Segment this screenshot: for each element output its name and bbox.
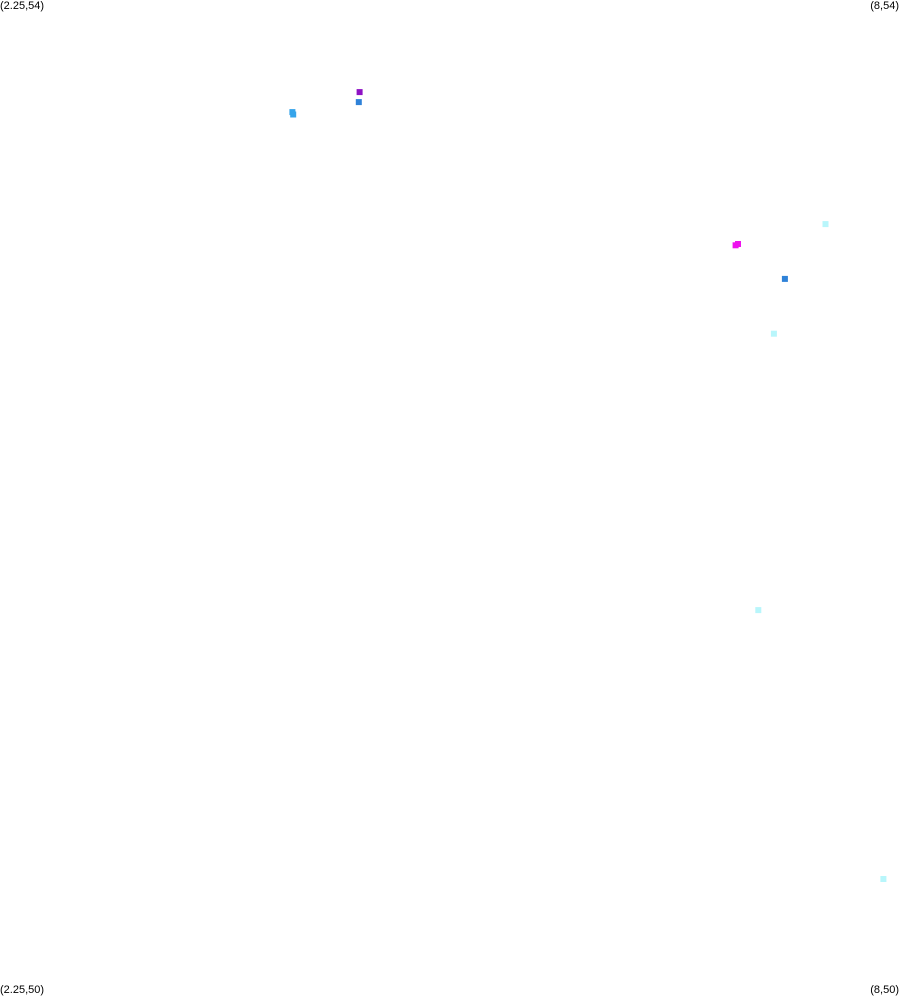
scatter-point-4 (822, 221, 829, 228)
scatter-point-10 (880, 876, 887, 882)
scatter-point-9 (755, 607, 762, 614)
scatter-point-1 (355, 99, 362, 106)
scatter-point-0 (356, 89, 363, 96)
scatter-point-8 (770, 330, 777, 337)
scatter-point-7 (781, 275, 788, 282)
scatter-point-3 (290, 111, 297, 118)
top-right-corner-label: (8,54) (870, 0, 899, 12)
bottom-left-corner-label: (2.25,50) (0, 984, 45, 996)
scatter-point-6 (732, 242, 739, 249)
top-left-corner-label: (2.25,54) (0, 0, 45, 12)
bottom-right-corner-label: (8,50) (870, 984, 899, 996)
